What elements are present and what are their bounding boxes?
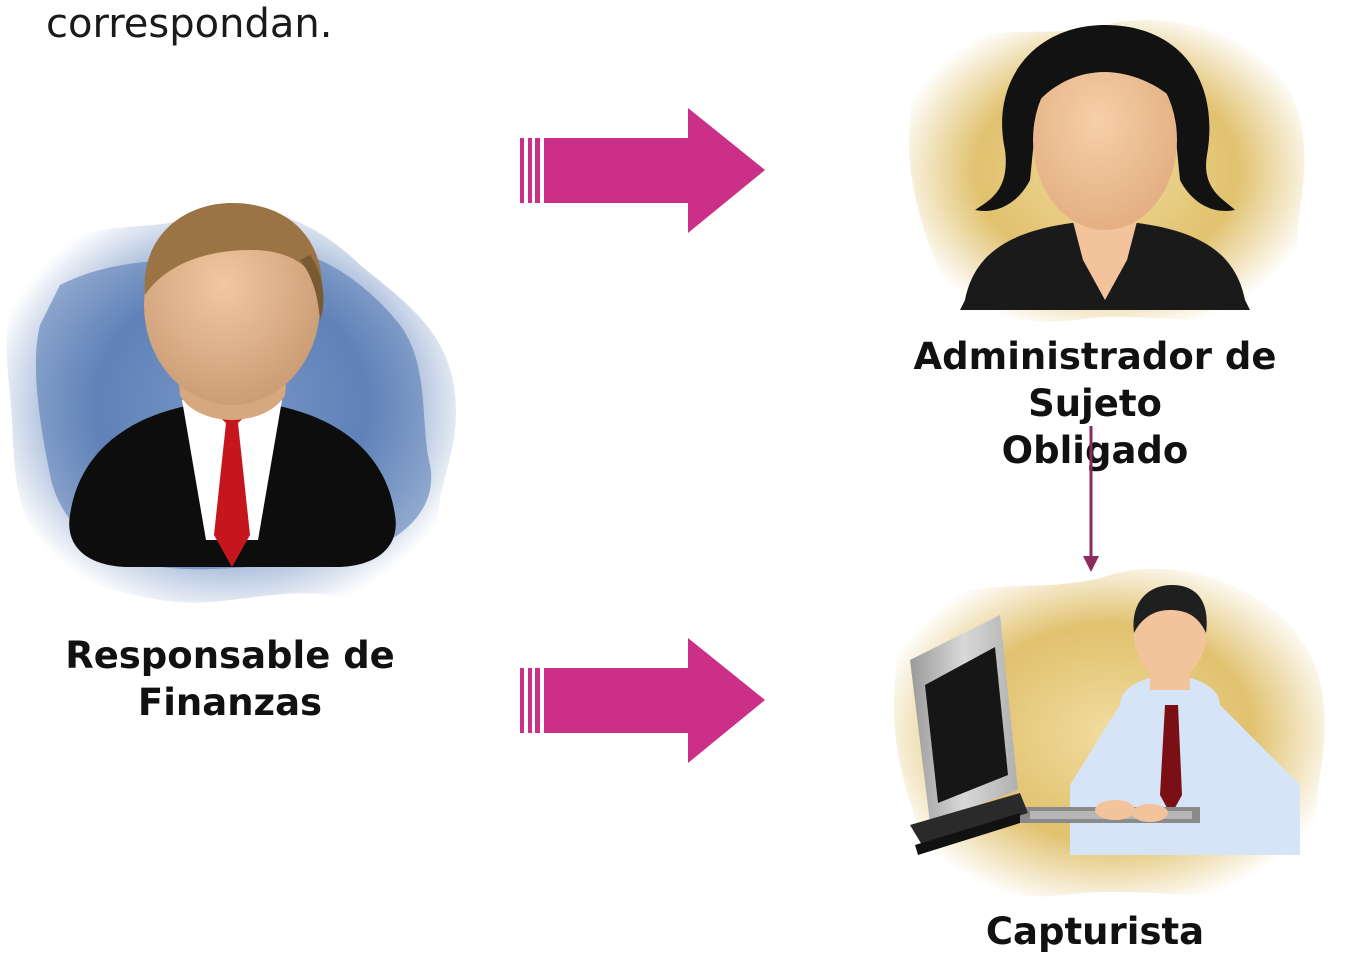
woman-avatar-icon [908,20,1305,322]
businessman-avatar-icon [6,203,457,603]
role-label-responsable-line1: Responsable de [65,634,395,677]
role-label-admin-line2: Obligado [1001,429,1189,472]
hair [144,203,323,295]
intro-text: correspondan. [46,0,332,52]
intro-text-line: correspondan. [46,1,333,47]
tie [212,383,252,567]
arrow-right-bottom [520,638,765,763]
arrow-down-connector [1083,426,1099,572]
role-label-responsable: Responsable de Finanzas [30,632,430,726]
role-label-admin: Administrador de Sujeto Obligado [845,333,1345,474]
hair [975,25,1235,211]
arrow-right-top [520,108,765,233]
role-label-admin-line1: Administrador de Sujeto [913,335,1277,425]
role-label-capturista: Capturista [940,908,1250,955]
role-label-responsable-line2: Finanzas [137,681,323,724]
computer-operator-icon [893,568,1325,897]
role-label-capturista-line1: Capturista [985,910,1205,953]
hair [1133,585,1207,633]
